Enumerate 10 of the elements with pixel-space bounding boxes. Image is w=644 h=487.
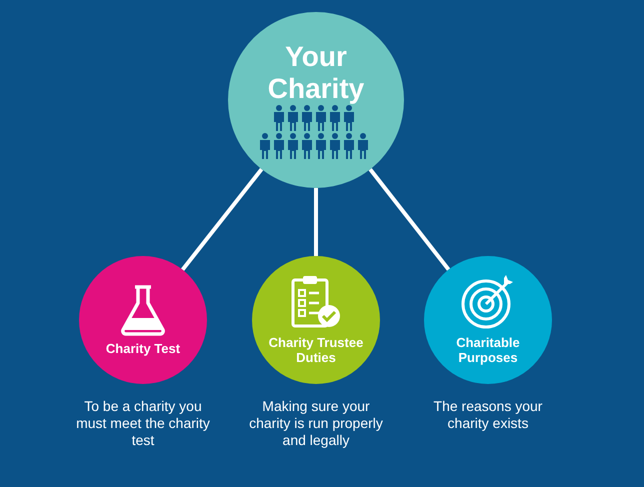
node-title: Charity Trustee Duties [268,336,364,366]
connector-line [181,168,264,271]
description-text: Making sure your charity is run properly and legally [248,398,384,449]
description-text: To be a charity you must meet the charity test [75,398,211,449]
connector-line [368,168,450,271]
node-title: Charitable Purposes [455,336,521,366]
description-text: The reasons your charity exists [432,398,544,432]
connector-line [314,188,318,256]
node-title: Charity Test [104,342,182,356]
node-title: Your Charity [266,40,366,106]
